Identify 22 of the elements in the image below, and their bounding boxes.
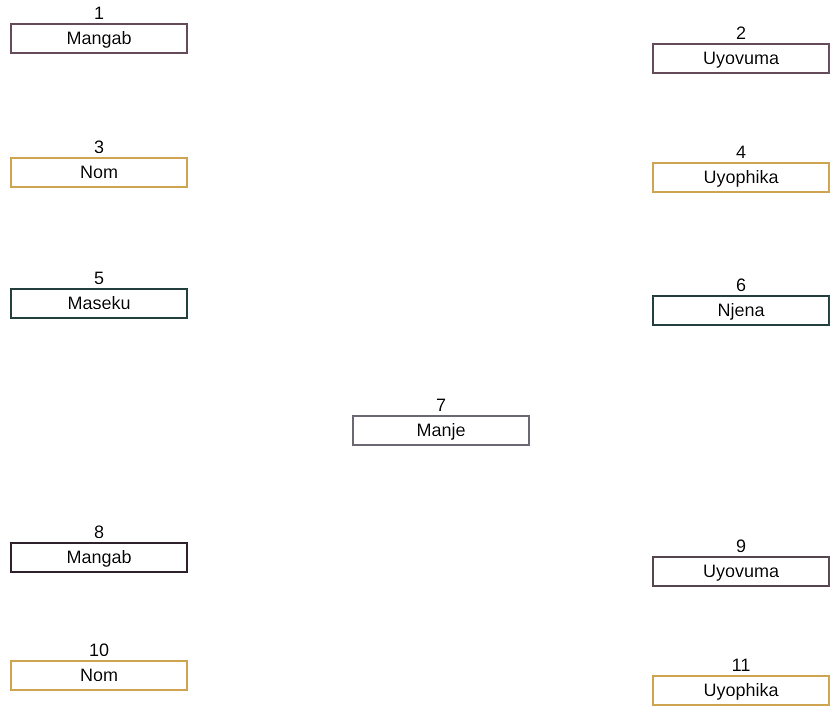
number-label: 5 — [92, 268, 105, 288]
number-label: 2 — [734, 23, 747, 43]
name-box: Uyovuma — [652, 556, 830, 587]
number-label: 7 — [434, 395, 447, 415]
number-label: 8 — [92, 522, 105, 542]
name-box: Njena — [652, 295, 830, 326]
name-box: Nom — [10, 660, 188, 691]
name-box: Uyophika — [652, 162, 830, 193]
number-label: 6 — [734, 275, 747, 295]
number-label: 11 — [730, 655, 752, 675]
name-box: Mangab — [10, 542, 188, 573]
name-box: Mangab — [10, 23, 188, 54]
name-box: Manje — [352, 415, 530, 446]
name-box: Uyophika — [652, 675, 830, 706]
number-label: 9 — [734, 536, 747, 556]
number-label: 10 — [88, 640, 110, 660]
name-box: Uyovuma — [652, 43, 830, 74]
number-label: 3 — [92, 137, 105, 157]
name-box: Nom — [10, 157, 188, 188]
name-box: Maseku — [10, 288, 188, 319]
number-label: 1 — [92, 3, 105, 23]
number-label: 4 — [734, 142, 747, 162]
